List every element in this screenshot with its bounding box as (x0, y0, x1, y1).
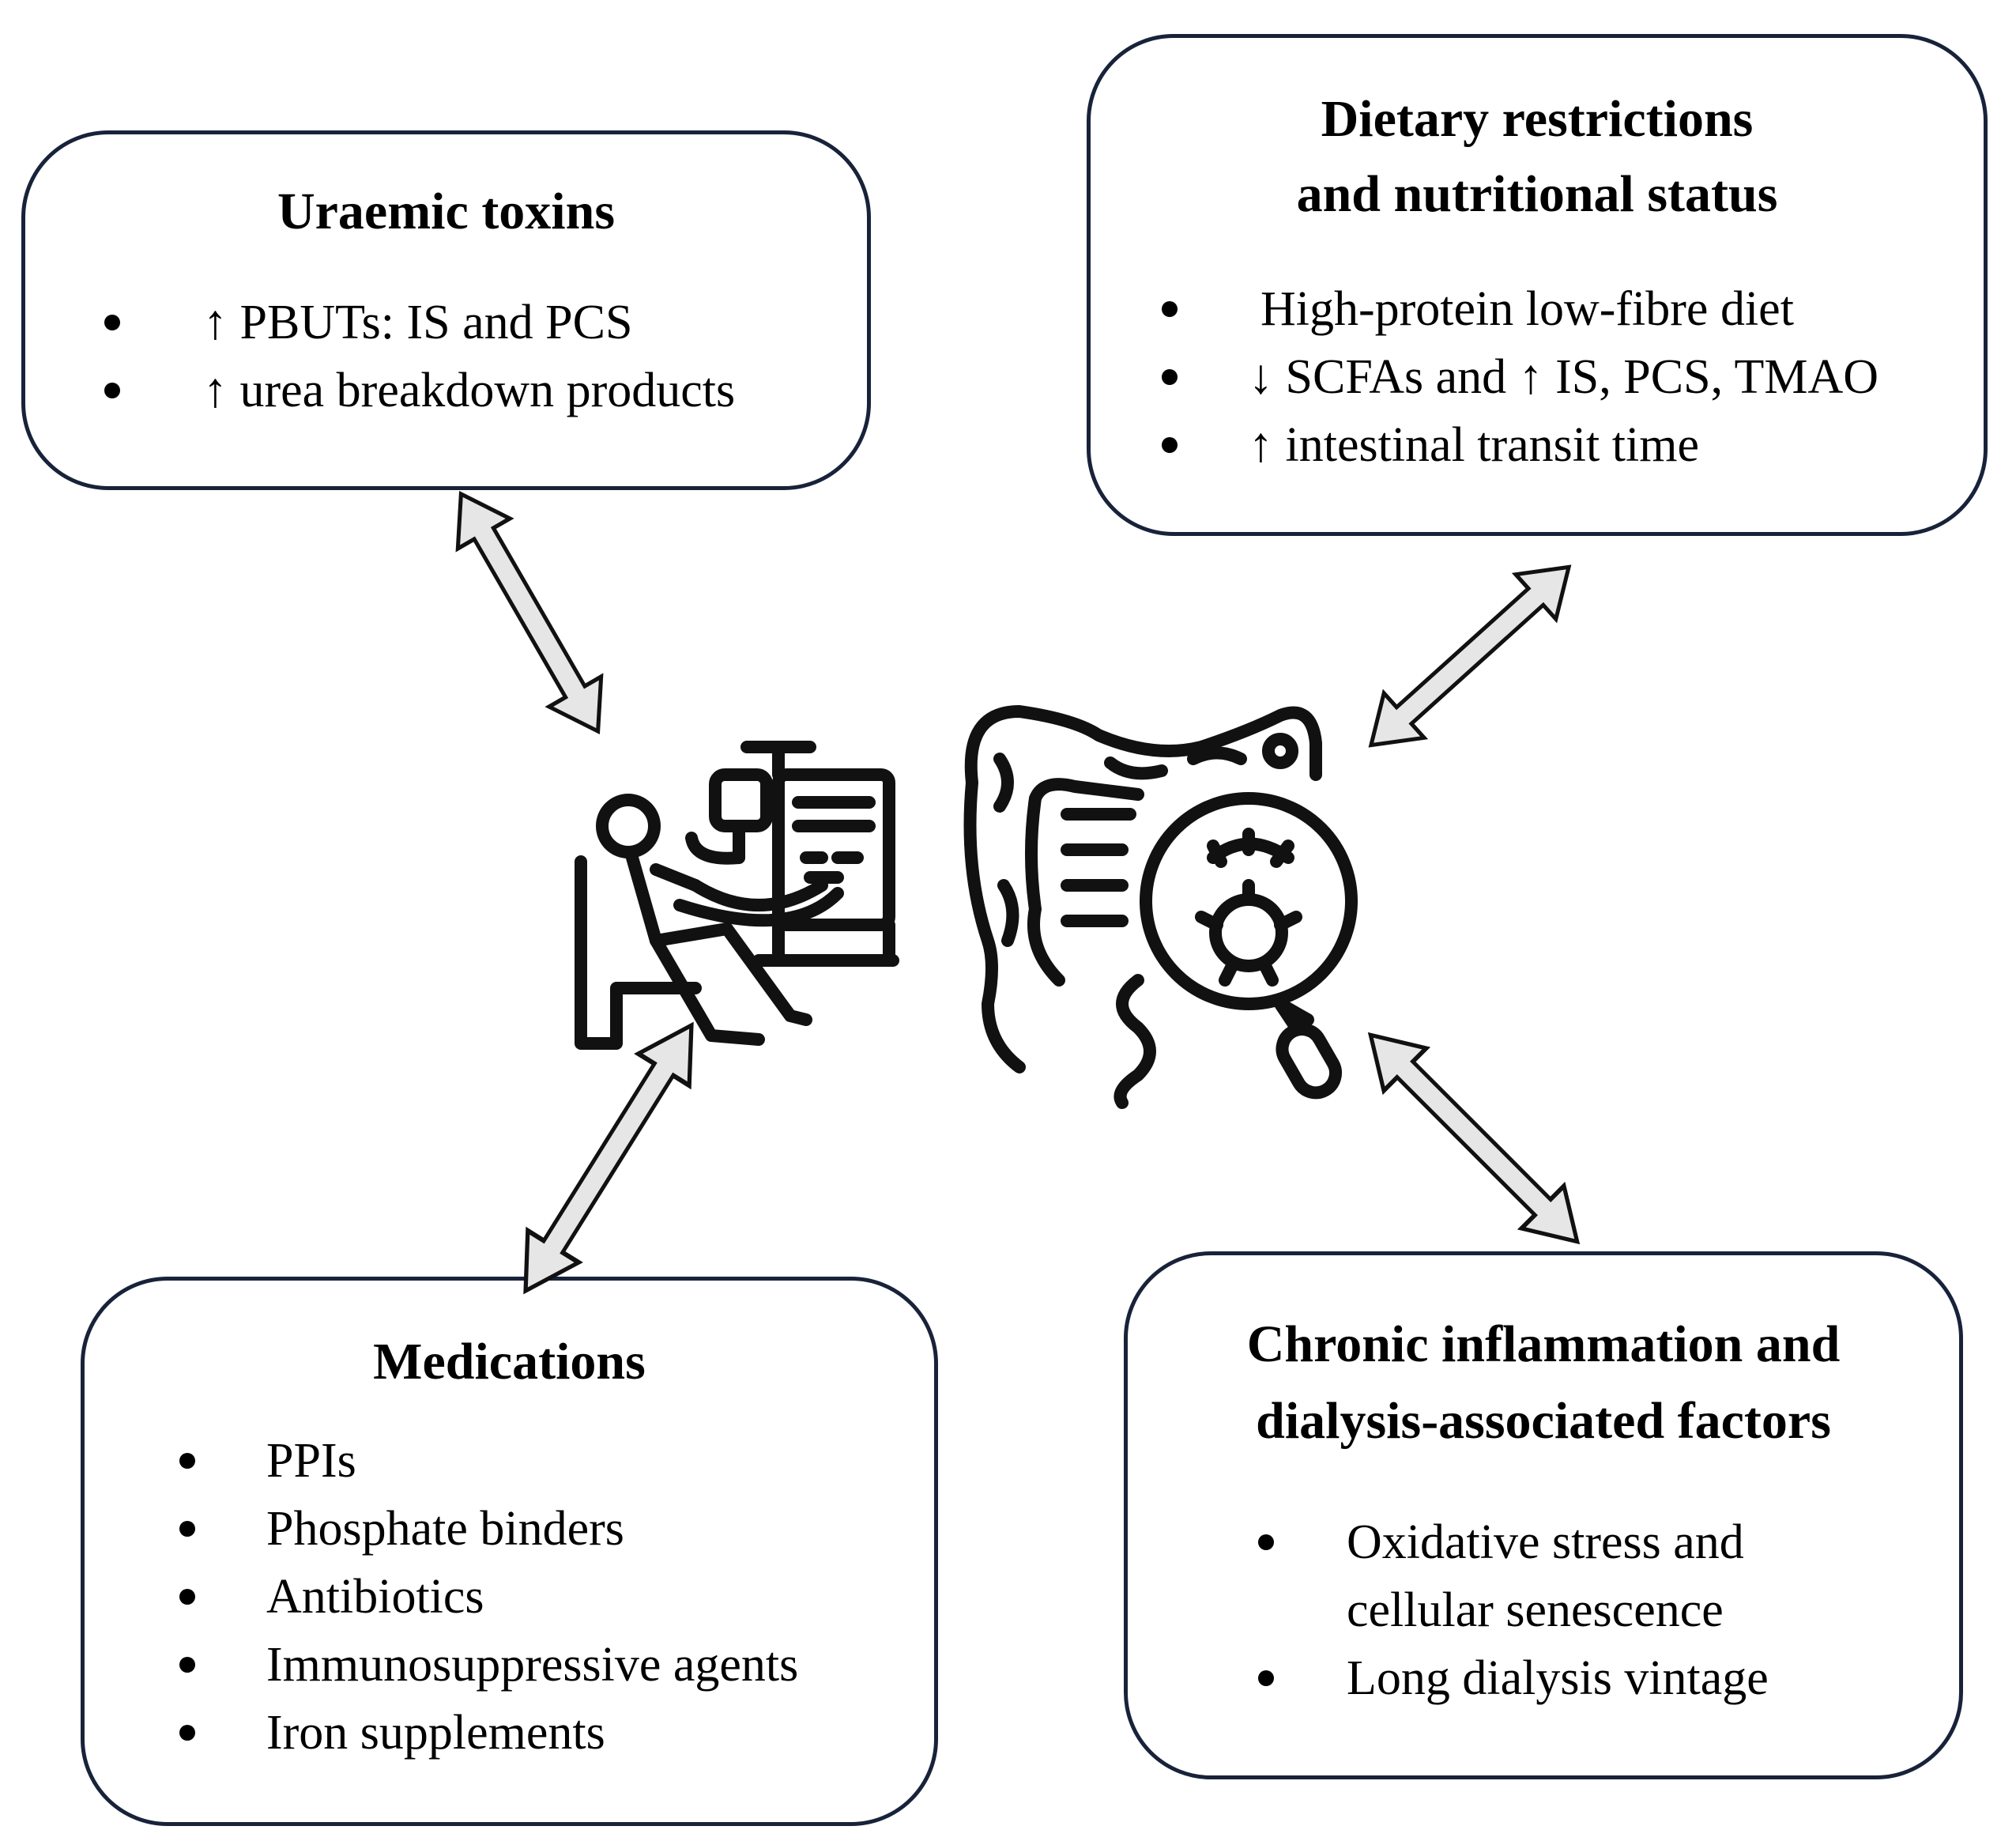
arrow-uraemic (435, 479, 624, 746)
chronic-inflammation-box: Chronic inflammation and dialysis-associ… (1124, 1251, 1963, 1779)
arrow-medications (500, 1009, 717, 1307)
dietary-title-line2: and nutritional status (1296, 165, 1778, 223)
uraemic-toxins-title: Uraemic toxins (277, 183, 616, 240)
dietary-list: High-protein low-fibre diet ↓ SCFAs and … (1162, 275, 1878, 479)
chronic-title-line2: dialysis-associated factors (1256, 1392, 1831, 1450)
list-item: Immunosuppressive agents (179, 1631, 798, 1699)
dialysis-patient-icon (575, 741, 899, 1050)
arrow-dietary (1351, 545, 1589, 768)
list-item: Iron supplements (179, 1699, 798, 1767)
arrow-chronic (1349, 1013, 1598, 1262)
list-item: ↑ urea breakdown products (104, 357, 735, 424)
list-item: cellular senescence (1347, 1583, 1724, 1637)
list-item: Phosphate binders (179, 1495, 798, 1563)
gut-microbiome-magnifier-icon (963, 705, 1358, 1109)
chronic-title-line1: Chronic inflammation and (1246, 1315, 1841, 1373)
list-item: ↑ PBUTs: IS and PCS (104, 289, 735, 357)
list-item: ↓ SCFAs and ↑ IS, PCS, TMAO (1162, 343, 1878, 411)
list-item: PPIs (179, 1427, 798, 1495)
dietary-restrictions-box: Dietary restrictions and nutritional sta… (1087, 34, 1988, 536)
medications-box: Medications PPIs Phosphate binders Antib… (81, 1277, 938, 1826)
uraemic-toxins-list: ↑ PBUTs: IS and PCS ↑ urea breakdown pro… (104, 289, 735, 424)
medications-title: Medications (373, 1333, 646, 1390)
list-item: Oxidative stress and (1258, 1508, 1769, 1576)
list-item: Long dialysis vintage (1258, 1644, 1769, 1712)
dietary-title-line1: Dietary restrictions (1321, 90, 1754, 148)
medications-list: PPIs Phosphate binders Antibiotics Immun… (179, 1427, 798, 1767)
list-item: High-protein low-fibre diet (1162, 275, 1878, 343)
chronic-list: Oxidative stress and cellular senescence… (1258, 1508, 1769, 1712)
list-item: ↑ intestinal transit time (1162, 411, 1878, 479)
list-item: Antibiotics (179, 1563, 798, 1631)
uraemic-toxins-box: Uraemic toxins ↑ PBUTs: IS and PCS ↑ ure… (21, 130, 871, 490)
